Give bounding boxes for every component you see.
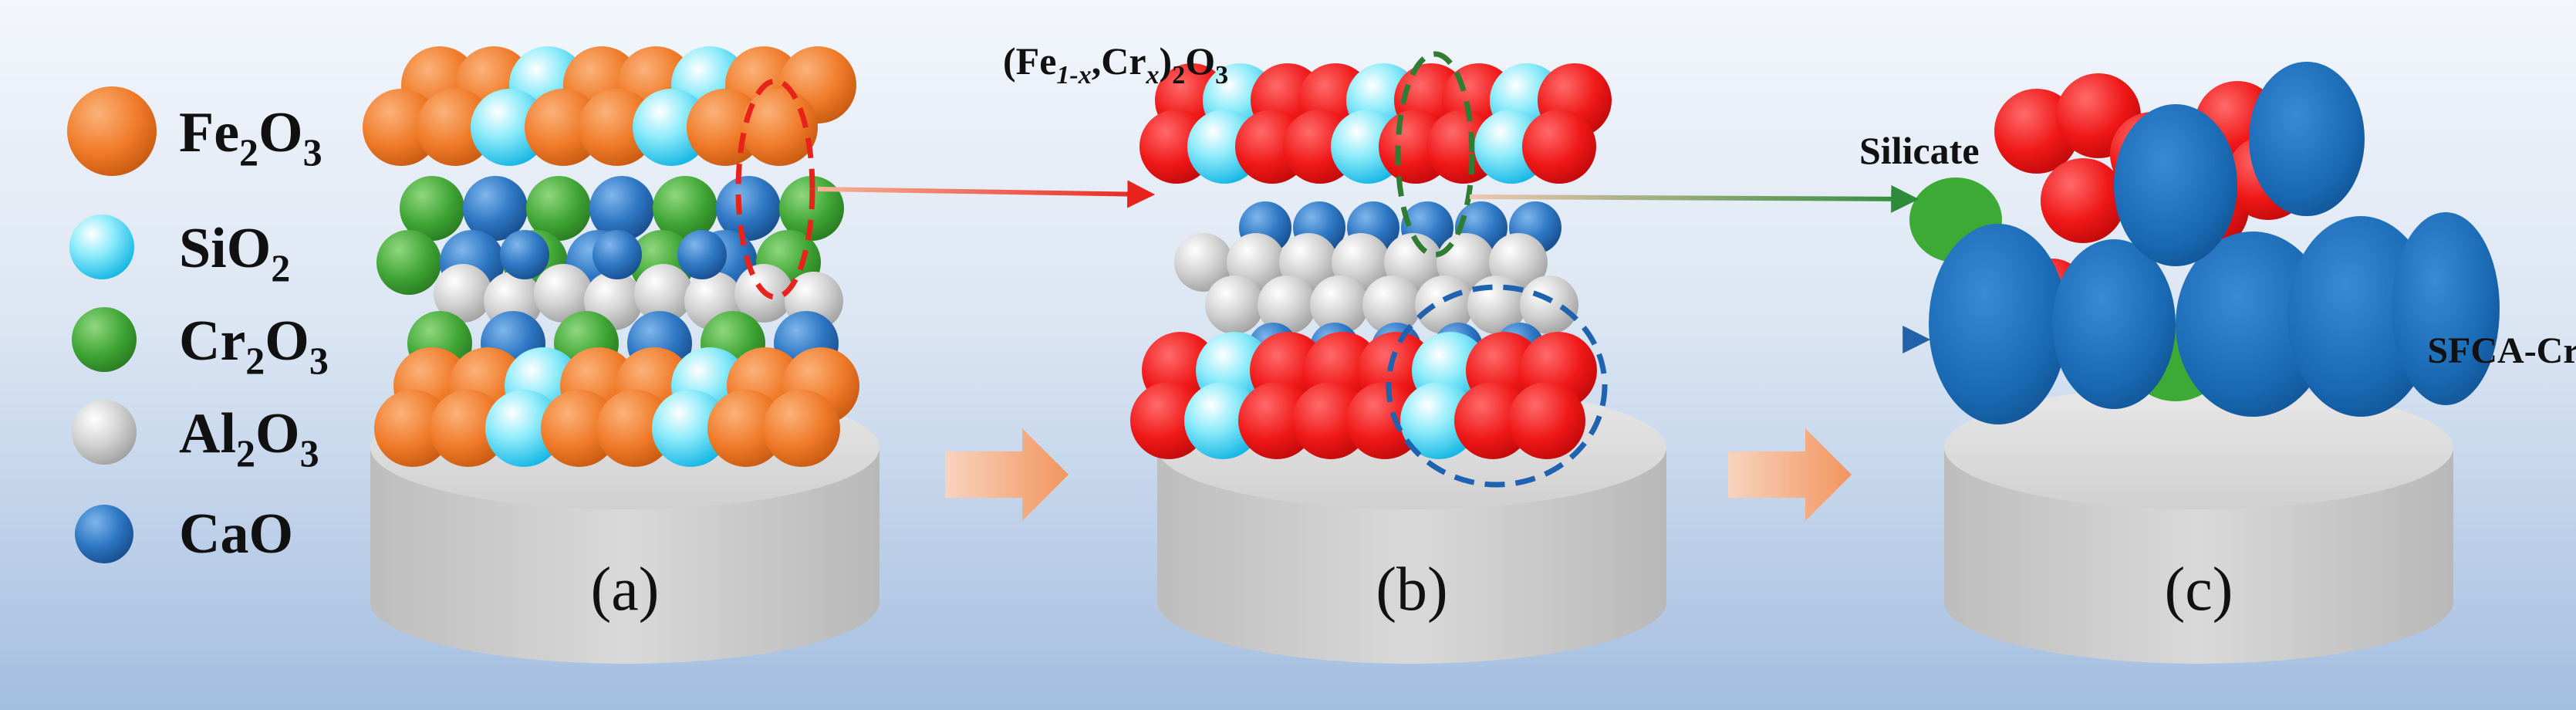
sio2-particle <box>652 390 729 467</box>
structure-a-layered-oxides <box>363 46 859 467</box>
fecr-oxide-particle <box>2041 158 2125 243</box>
legend: Fe2O3 SiO2 Cr2O3 Al2O3 CaO <box>67 86 329 566</box>
al2o3-particle <box>1415 276 1474 334</box>
fecr-oxide-particle <box>1238 382 1315 459</box>
structure-c-sfca-cr <box>1909 62 2500 424</box>
sfca-cr-particle <box>1929 224 2068 424</box>
fe2o3-particle <box>579 89 656 166</box>
fecr-oxide-particle <box>1454 382 1531 459</box>
fe2o3-particle <box>525 89 602 166</box>
cao-particle <box>589 176 654 241</box>
fecr-oxide-particle <box>1292 382 1369 459</box>
cr2o3-particle <box>400 176 464 241</box>
al2o3-particle <box>534 264 593 323</box>
sio2-particle <box>471 89 548 166</box>
al2o3-particle <box>434 264 492 323</box>
fecr-oxide-particle <box>1508 382 1585 459</box>
fe2o3-particle <box>741 89 818 166</box>
al2o3-particle <box>634 264 693 323</box>
cao-particle <box>677 230 727 279</box>
legend-label-sio2: SiO2 <box>179 217 290 289</box>
label-sfca-cr: SFCA-Cr <box>2427 330 2576 371</box>
highlight-ring-red <box>735 78 815 300</box>
sfca-cr-particle <box>2249 62 2365 216</box>
fe2o3-particle <box>687 89 764 166</box>
al2o3-particle <box>1310 276 1369 334</box>
cr2o3-particle <box>653 176 717 241</box>
cr2o3-particle <box>376 230 441 295</box>
sio2-particle <box>1400 382 1477 459</box>
fe2o3-particle <box>374 390 451 467</box>
legend-label-al2o3: Al2O3 <box>179 402 319 475</box>
sfca-cr-particle <box>2114 104 2237 266</box>
process-arrow-icon <box>945 428 1069 521</box>
process-arrow-icon <box>1728 428 1852 521</box>
fe2o3-particle <box>417 89 494 166</box>
sio2-particle <box>1184 382 1261 459</box>
cr2o3-particle <box>526 176 591 241</box>
cao-particle <box>716 176 781 241</box>
sio2-particle <box>633 89 710 166</box>
highlight-ring-green <box>1395 51 1475 258</box>
substrate-disc-c <box>1944 386 2453 664</box>
fe2o3-particle <box>541 390 618 467</box>
legend-label-cr2o3: Cr2O3 <box>179 309 329 382</box>
legend-swatch-al2o3 <box>72 400 137 465</box>
label-fecr-oxide: (Fe1-x,Crx)2O3 <box>1003 39 1228 90</box>
fe2o3-particle <box>763 390 840 467</box>
panel-label-a: (a) <box>591 556 660 624</box>
al2o3-particle <box>1362 276 1421 334</box>
fe2o3-particle <box>596 390 674 467</box>
panel-label-c: (c) <box>2165 556 2233 624</box>
highlight-ring-blue <box>1386 284 1608 488</box>
transition-arrow-red <box>817 180 1156 208</box>
legend-label-fe2o3: Fe2O3 <box>179 101 322 174</box>
sfca-cr-particle <box>2392 212 2500 405</box>
al2o3-particle <box>1520 276 1578 334</box>
sfca-cr-particle <box>2052 239 2176 409</box>
legend-swatch-sio2 <box>69 215 134 279</box>
fe2o3-particle <box>363 89 440 166</box>
fecr-oxide-particle <box>1346 382 1423 459</box>
cao-particle <box>500 230 549 279</box>
legend-swatch-fe2o3 <box>67 86 157 176</box>
fe2o3-particle <box>430 390 507 467</box>
transition-arrow-green <box>1469 184 1919 213</box>
legend-swatch-cr2o3 <box>72 307 137 372</box>
fe2o3-particle <box>707 390 785 467</box>
structure-b-intermediate <box>1130 63 1612 459</box>
panel-label-b: (b) <box>1376 556 1447 624</box>
label-silicate: Silicate <box>1859 129 1980 172</box>
cao-particle <box>463 176 528 241</box>
sio2-particle <box>485 390 562 467</box>
al2o3-particle <box>1205 276 1264 334</box>
legend-label-cao: CaO <box>179 502 293 566</box>
fecr-oxide-particle <box>1522 110 1596 184</box>
cao-particle <box>593 230 642 279</box>
al2o3-particle <box>1174 233 1233 292</box>
al2o3-particle <box>1258 276 1316 334</box>
fecr-oxide-particle <box>1130 382 1207 459</box>
legend-swatch-cao <box>75 505 133 563</box>
sfca-cr-particle <box>2176 232 2330 417</box>
